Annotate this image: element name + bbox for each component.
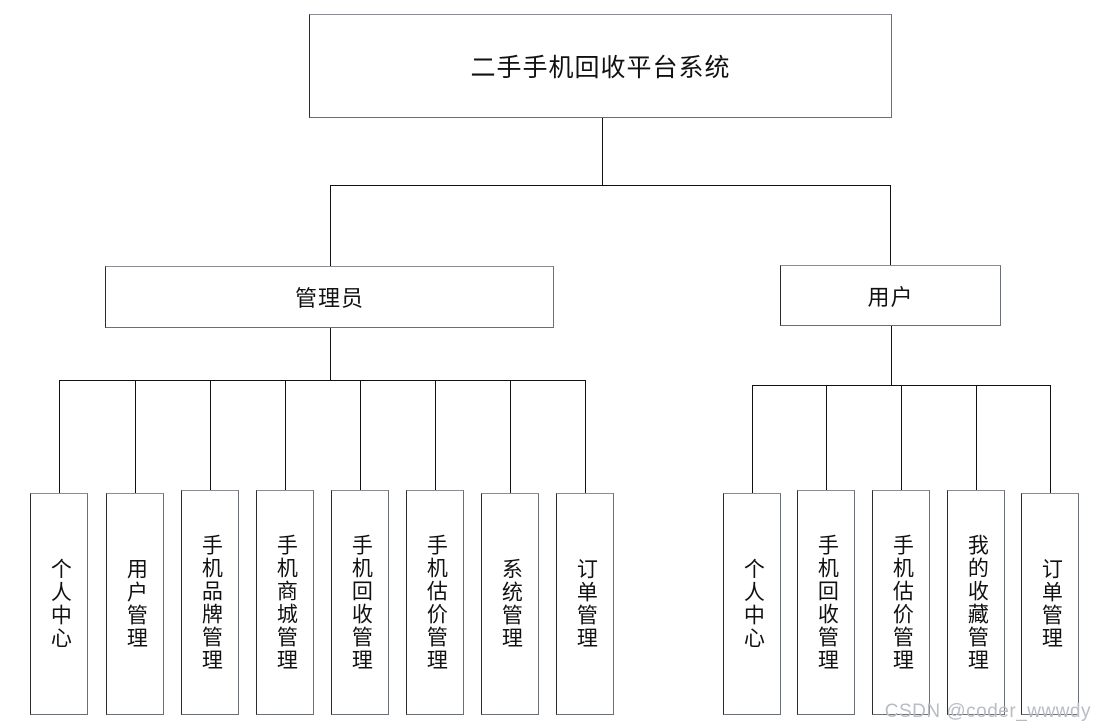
node-admin-child-7-label: 订单管理 bbox=[574, 558, 598, 650]
connector-level2-drop-1 bbox=[890, 185, 891, 265]
node-user-label: 用户 bbox=[867, 284, 914, 310]
node-admin-child-4-label: 手机回收管理 bbox=[349, 533, 373, 672]
connector-user-drop-3 bbox=[976, 385, 977, 490]
node-user-child-2-label: 手机估价管理 bbox=[890, 533, 914, 672]
node-user-child-2[interactable]: 手机估价管理 bbox=[872, 490, 930, 715]
connector-root-stem bbox=[602, 118, 603, 185]
node-admin-label: 管理员 bbox=[294, 286, 364, 311]
connector-admin-drop-0 bbox=[59, 380, 60, 493]
node-admin-child-1[interactable]: 用户管理 bbox=[106, 493, 164, 715]
connector-user-drop-0 bbox=[752, 385, 753, 493]
node-admin-child-2[interactable]: 手机品牌管理 bbox=[181, 490, 239, 715]
connector-user-drop-2 bbox=[901, 385, 902, 490]
node-admin-child-7[interactable]: 订单管理 bbox=[556, 493, 614, 715]
connector-admin-drop-4 bbox=[360, 380, 361, 490]
watermark-label: CSDN @coder_wwwdy bbox=[884, 701, 1091, 722]
node-admin-child-3[interactable]: 手机商城管理 bbox=[256, 490, 314, 715]
node-admin-child-5-label: 手机估价管理 bbox=[424, 533, 448, 672]
node-user-child-4-label: 订单管理 bbox=[1039, 558, 1063, 650]
node-admin-child-0[interactable]: 个人中心 bbox=[30, 493, 88, 715]
node-user-child-0-label: 个人中心 bbox=[741, 558, 765, 650]
connector-user-drop-1 bbox=[826, 385, 827, 490]
node-user-child-0[interactable]: 个人中心 bbox=[723, 493, 781, 715]
node-user[interactable]: 用户 bbox=[780, 265, 1001, 326]
node-root[interactable]: 二手手机回收平台系统 bbox=[309, 14, 892, 118]
connector-user-drop-4 bbox=[1050, 385, 1051, 493]
node-admin-child-3-label: 手机商城管理 bbox=[274, 533, 298, 672]
node-root-label: 二手手机回收平台系统 bbox=[470, 54, 731, 82]
connector-admin-bus bbox=[59, 380, 585, 381]
connector-admin-drop-2 bbox=[210, 380, 211, 490]
node-user-child-3-label: 我的收藏管理 bbox=[965, 533, 989, 672]
connector-admin-stem bbox=[330, 328, 331, 380]
node-admin-child-0-label: 个人中心 bbox=[48, 558, 72, 650]
node-admin-child-6-label: 系统管理 bbox=[499, 558, 523, 650]
node-admin-child-5[interactable]: 手机估价管理 bbox=[406, 490, 464, 715]
node-user-child-1-label: 手机回收管理 bbox=[815, 533, 839, 672]
connector-admin-drop-3 bbox=[285, 380, 286, 490]
connector-level2-bus bbox=[330, 185, 890, 186]
node-user-child-4[interactable]: 订单管理 bbox=[1021, 493, 1079, 715]
connector-admin-drop-5 bbox=[435, 380, 436, 490]
connector-admin-drop-1 bbox=[135, 380, 136, 493]
node-admin[interactable]: 管理员 bbox=[105, 266, 554, 328]
connector-level2-drop-0 bbox=[330, 185, 331, 266]
node-admin-child-6[interactable]: 系统管理 bbox=[481, 493, 539, 715]
node-admin-child-2-label: 手机品牌管理 bbox=[199, 533, 223, 672]
node-admin-child-1-label: 用户管理 bbox=[124, 558, 148, 650]
connector-admin-drop-6 bbox=[510, 380, 511, 493]
node-user-child-3[interactable]: 我的收藏管理 bbox=[947, 490, 1005, 715]
connector-user-stem bbox=[891, 326, 892, 385]
node-user-child-1[interactable]: 手机回收管理 bbox=[797, 490, 855, 715]
node-admin-child-4[interactable]: 手机回收管理 bbox=[331, 490, 389, 715]
connector-admin-drop-7 bbox=[585, 380, 586, 493]
